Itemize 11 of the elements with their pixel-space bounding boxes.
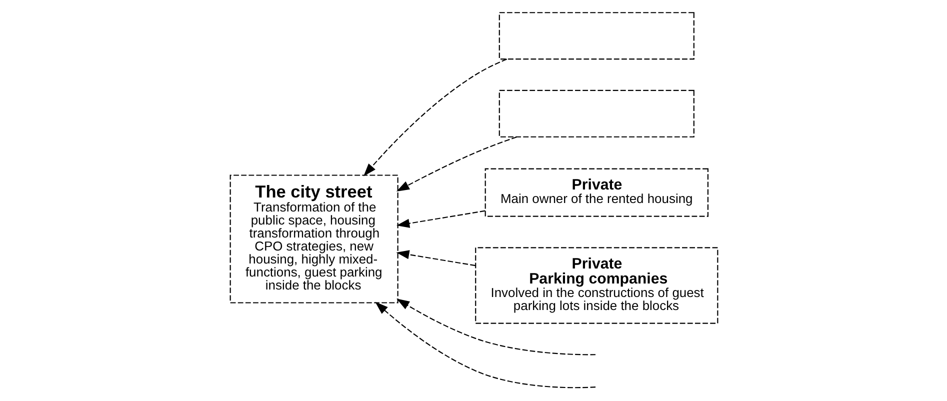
arrow bbox=[396, 298, 596, 356]
node-box: The city street Transformation of the public space, housing transformation through CPO strategies, new housing, highly mixed-functions, guest parking inside the blocks bbox=[229, 174, 398, 304]
arrow bbox=[396, 136, 516, 192]
node-box bbox=[498, 12, 694, 60]
arrow bbox=[396, 210, 485, 228]
arrow bbox=[374, 302, 596, 388]
node-box bbox=[498, 90, 694, 138]
arrow bbox=[363, 58, 507, 176]
node-box: Private Parking companies Involved in the constructions of guest parking lots inside the blocks bbox=[474, 247, 718, 324]
arrow bbox=[396, 250, 476, 266]
node-box: Private Main owner of the rented housing bbox=[484, 168, 708, 217]
